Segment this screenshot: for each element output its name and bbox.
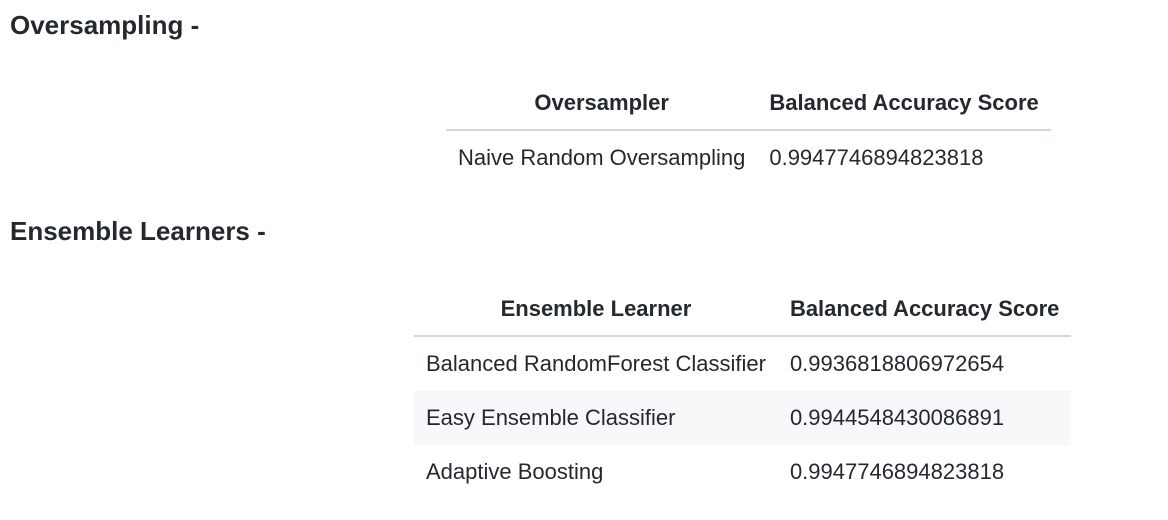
ensemble-learners-table: Ensemble Learner Balanced Accuracy Score… <box>414 284 1072 499</box>
table-cell-ensemble-learner: Adaptive Boosting <box>426 459 604 484</box>
table-cell-score: 0.9947746894823818 <box>789 459 1005 484</box>
column-header-balanced-accuracy-score: Balanced Accuracy Score <box>757 78 1051 131</box>
column-header-ensemble-learner: Ensemble Learner <box>414 284 778 337</box>
table-row: Balanced RandomForest Classifier 0.99368… <box>414 336 1071 391</box>
oversampling-table: Oversampler Balanced Accuracy Score Naiv… <box>446 78 1051 185</box>
table-cell-ensemble-learner: Balanced RandomForest Classifier <box>426 351 766 376</box>
table-cell-score: 0.9936818806972654 <box>789 351 1005 376</box>
table-cell-score: 0.9944548430086891 <box>789 405 1005 430</box>
table-row: Easy Ensemble Classifier 0.9944548430086… <box>414 391 1072 445</box>
table-header-row: Oversampler Balanced Accuracy Score <box>446 78 1051 131</box>
table-header-row: Ensemble Learner Balanced Accuracy Score <box>414 284 1072 337</box>
table-cell-ensemble-learner: Easy Ensemble Classifier <box>426 405 676 430</box>
table-cell-oversampler: Naive Random Oversampling <box>458 145 746 170</box>
table-cell-score: 0.9947746894823818 <box>769 145 984 170</box>
table-row: Naive Random Oversampling 0.994774689482… <box>446 130 1051 185</box>
section-heading-ensemble-learners: Ensemble Learners - <box>10 216 266 246</box>
section-heading-oversampling: Oversampling - <box>10 10 200 40</box>
table-row: Adaptive Boosting 0.9947746894823818 <box>414 445 1071 499</box>
column-header-balanced-accuracy-score: Balanced Accuracy Score <box>777 284 1072 337</box>
column-header-oversampler: Oversampler <box>446 78 758 131</box>
